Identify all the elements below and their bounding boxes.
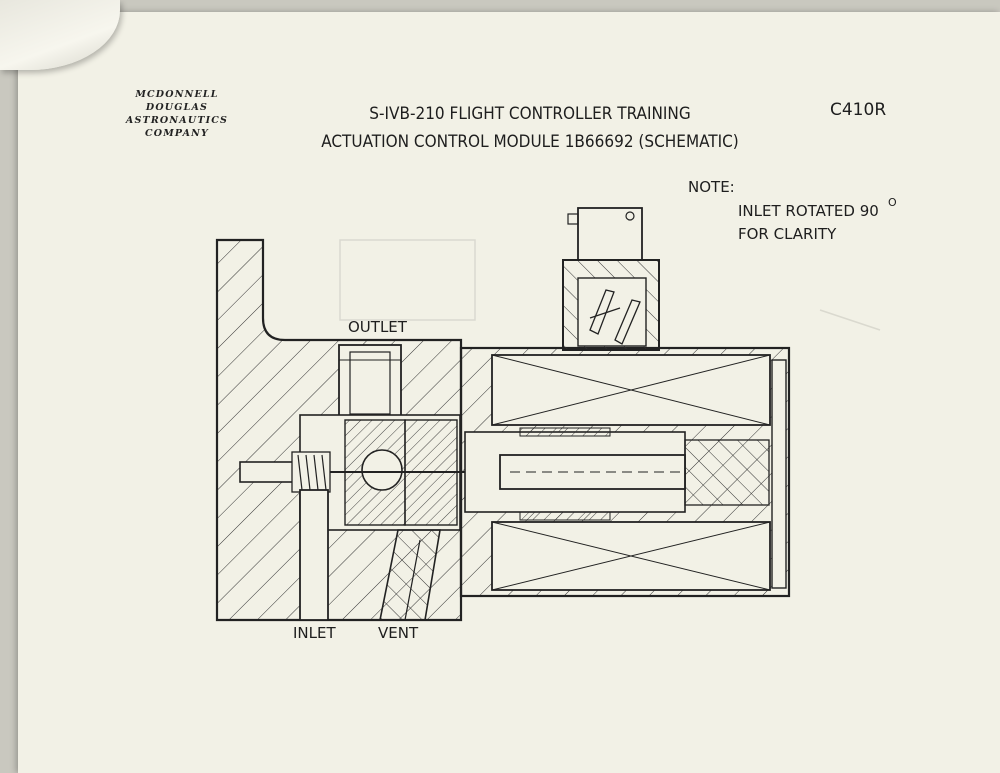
note-line-2: FOR CLARITY [738, 225, 837, 243]
inlet-label: INLET [293, 624, 336, 642]
logo-line-3: ASTRONAUTICS [125, 115, 229, 126]
note-body: INLET ROTATED 90 FOR CLARITY [738, 200, 879, 246]
outlet-label: OUTLET [348, 318, 407, 336]
vent-label: VENT [378, 624, 419, 642]
note-heading: NOTE: [688, 178, 735, 196]
logo-line-4: COMPANY [144, 128, 210, 139]
note-line-1: INLET ROTATED 90 [738, 202, 879, 220]
logo-line-1: MCDONNELL [135, 89, 219, 100]
solenoid-housing [459, 346, 791, 598]
company-logo: MCDONNELL DOUGLAS ASTRONAUTICS COMPANY [112, 88, 242, 140]
pressure-switch [562, 207, 660, 351]
valve-body [215, 238, 490, 622]
title-line-1: S-IVB-210 FLIGHT CONTROLLER TRAINING [369, 104, 691, 124]
logo-line-2: DOUGLAS [145, 102, 209, 113]
bleed-through-marks [339, 239, 881, 331]
document-title: S-IVB-210 FLIGHT CONTROLLER TRAINING ACT… [300, 100, 760, 156]
title-line-2: ACTUATION CONTROL MODULE 1B66692 (SCHEMA… [321, 132, 739, 152]
document-code: C410R [830, 100, 887, 120]
degree-superscript: O [888, 196, 897, 209]
